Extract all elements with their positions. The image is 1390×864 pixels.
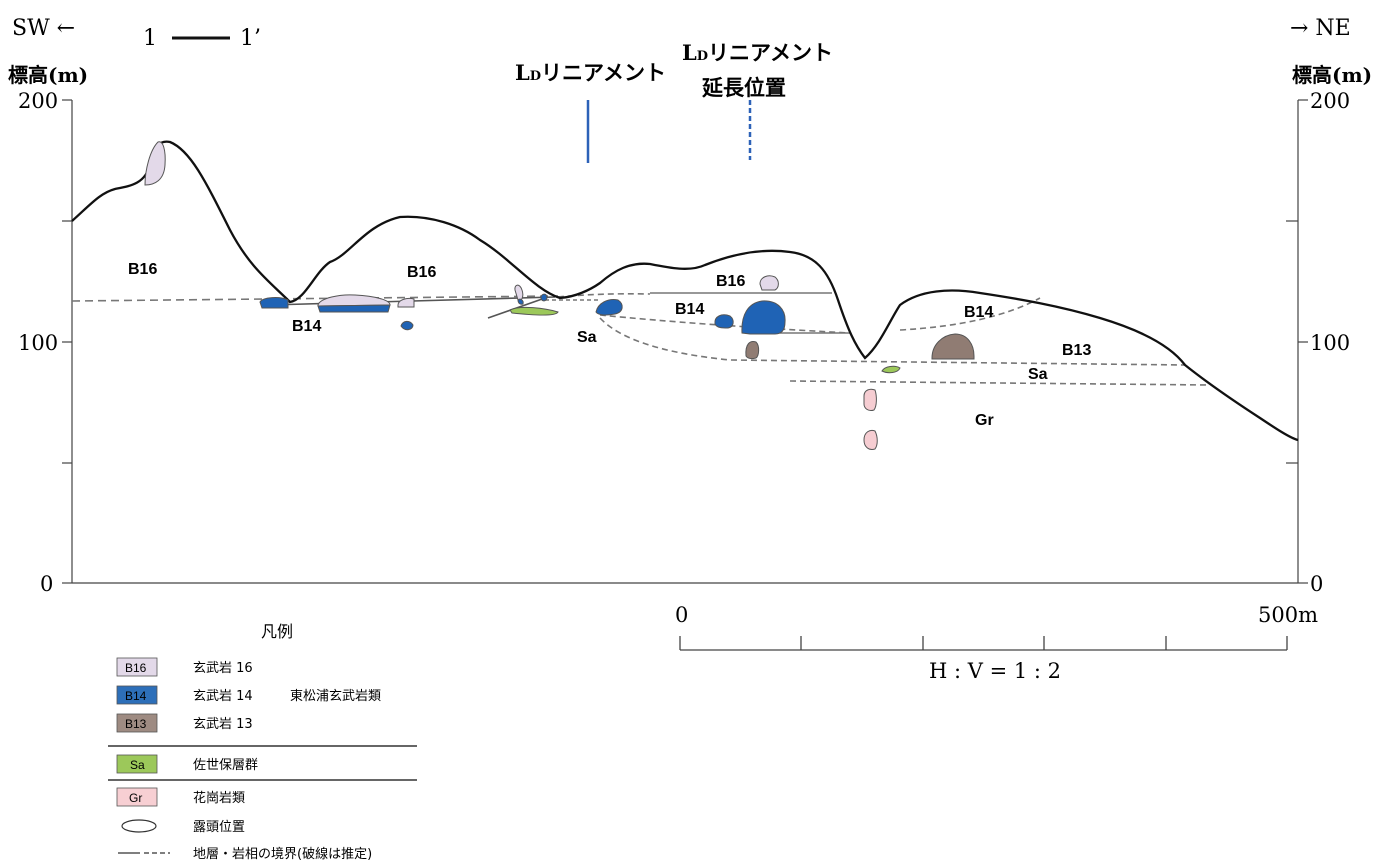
y-axis-label-right: 標高(m) bbox=[1292, 63, 1372, 87]
legend-boundary-label: 地層・岩相の境界(破線は推定) bbox=[193, 846, 372, 862]
topographic-profile bbox=[71, 140, 1299, 442]
scale-ratio-label: H : V = 1 : 2 bbox=[929, 659, 1061, 683]
legend-outcrop-label: 露頭位置 bbox=[193, 820, 245, 835]
unit-label-b16-right: B16 bbox=[716, 273, 745, 290]
legend-swatch-b16 bbox=[116, 657, 158, 677]
legend-outcrop-icon bbox=[121, 819, 157, 833]
boundary-b14-lower bbox=[599, 314, 851, 334]
outcrop-b14-g bbox=[714, 314, 734, 329]
unit-label-b14-left: B14 bbox=[292, 318, 321, 335]
outcrop-b14-h bbox=[741, 300, 786, 335]
outcrop-b16-a bbox=[317, 294, 391, 307]
scale-bar: 0 500m H : V = 1 : 2 bbox=[675, 603, 1318, 683]
outcrop-b16-peak bbox=[144, 141, 166, 186]
unit-label-gr: Gr bbox=[975, 412, 994, 429]
direction-sw-label: SW ← bbox=[12, 16, 75, 41]
outcrop-b14-c bbox=[400, 320, 414, 331]
left-tick-label-0: 0 bbox=[40, 572, 53, 596]
right-tick-label-0: 0 bbox=[1310, 572, 1323, 596]
legend-label-b13: 玄武岩 13 bbox=[193, 717, 253, 732]
legend-group-label: 東松浦玄武岩類 bbox=[290, 688, 381, 704]
legend-label-b16: 玄武岩 16 bbox=[193, 661, 253, 676]
outcrop-sa-a bbox=[509, 306, 559, 316]
outcrop-b16-b bbox=[397, 297, 415, 308]
boundary-b14-east-upper bbox=[899, 297, 1041, 331]
legend-code-sa: Sa bbox=[130, 758, 145, 772]
legend-label-b14: 玄武岩 14 bbox=[193, 689, 253, 704]
lineament-extension-label: LDリニアメント bbox=[682, 40, 833, 65]
right-tick-label-200: 200 bbox=[1310, 89, 1350, 113]
outcrop-b14-d bbox=[517, 298, 524, 305]
scale-bar-start-label: 0 bbox=[675, 603, 688, 627]
lineament-label: LDリニアメント bbox=[515, 60, 666, 85]
unit-label-b14-middle: B14 bbox=[675, 301, 704, 318]
lineament-label-rest: リニアメント bbox=[541, 60, 666, 85]
outcrops bbox=[144, 141, 975, 450]
left-tick-label-100: 100 bbox=[18, 331, 58, 355]
legend-swatch-b14 bbox=[116, 685, 158, 705]
right-tick-label-100: 100 bbox=[1310, 331, 1350, 355]
outcrop-b13-a bbox=[745, 341, 760, 360]
outcrop-b14-b bbox=[317, 304, 391, 313]
lineament-label-sub: D bbox=[530, 69, 541, 84]
unit-label-sa-right: Sa bbox=[1028, 366, 1048, 383]
scale-bar-end-label: 500m bbox=[1258, 603, 1318, 627]
legend-label-sa: 佐世保層群 bbox=[193, 758, 258, 773]
legend: 凡例 B16 玄武岩 16 B14 玄武岩 14 東松浦玄武岩類 B13 玄武岩… bbox=[108, 622, 417, 862]
lineament-extension-label-rest: リニアメント bbox=[708, 40, 833, 65]
unit-label-b13: B13 bbox=[1062, 342, 1091, 359]
unit-label-b14-right: B14 bbox=[964, 304, 993, 321]
outcrop-gr-a bbox=[863, 388, 877, 411]
y-axis-label-left: 標高(m) bbox=[8, 63, 88, 87]
unit-label-b16-middle: B16 bbox=[407, 264, 436, 281]
boundary-b16-b14-west bbox=[71, 295, 559, 302]
outcrop-b16-d bbox=[759, 275, 779, 291]
unit-label-sa-left: Sa bbox=[577, 329, 597, 346]
legend-code-b13: B13 bbox=[125, 717, 147, 731]
boundary-sa-base bbox=[789, 380, 1211, 386]
legend-label-gr: 花崗岩類 bbox=[193, 790, 245, 806]
lineament-extension-label-l: L bbox=[682, 40, 697, 65]
legend-swatch-sa bbox=[116, 754, 158, 774]
section-end-label: 1’ bbox=[240, 26, 261, 51]
outcrop-b14-f bbox=[595, 299, 623, 316]
legend-swatch-gr bbox=[116, 787, 158, 807]
outcrop-b14-a bbox=[259, 297, 289, 309]
boundary-b16-b14-upper bbox=[557, 293, 651, 298]
outcrop-gr-b bbox=[863, 429, 878, 450]
boundary-sa-top bbox=[599, 317, 1186, 366]
legend-swatch-b13 bbox=[116, 713, 158, 733]
direction-ne-label: → NE bbox=[1290, 16, 1351, 41]
legend-code-b14: B14 bbox=[125, 689, 147, 703]
lineament-label-l: L bbox=[515, 60, 530, 85]
lineament-extension-label-sub: D bbox=[697, 49, 708, 64]
left-tick-label-200: 200 bbox=[18, 89, 58, 113]
legend-code-b16: B16 bbox=[125, 661, 147, 675]
legend-title: 凡例 bbox=[261, 622, 293, 641]
unit-label-b16-left: B16 bbox=[128, 261, 157, 278]
outcrop-b13-b bbox=[931, 333, 975, 360]
outcrop-b14-e bbox=[540, 293, 548, 302]
outcrop-sa-b bbox=[881, 365, 901, 374]
section-start-label: 1 bbox=[143, 26, 157, 51]
legend-code-gr: Gr bbox=[129, 791, 142, 805]
lineament-extension-label-line2: 延長位置 bbox=[701, 75, 786, 100]
